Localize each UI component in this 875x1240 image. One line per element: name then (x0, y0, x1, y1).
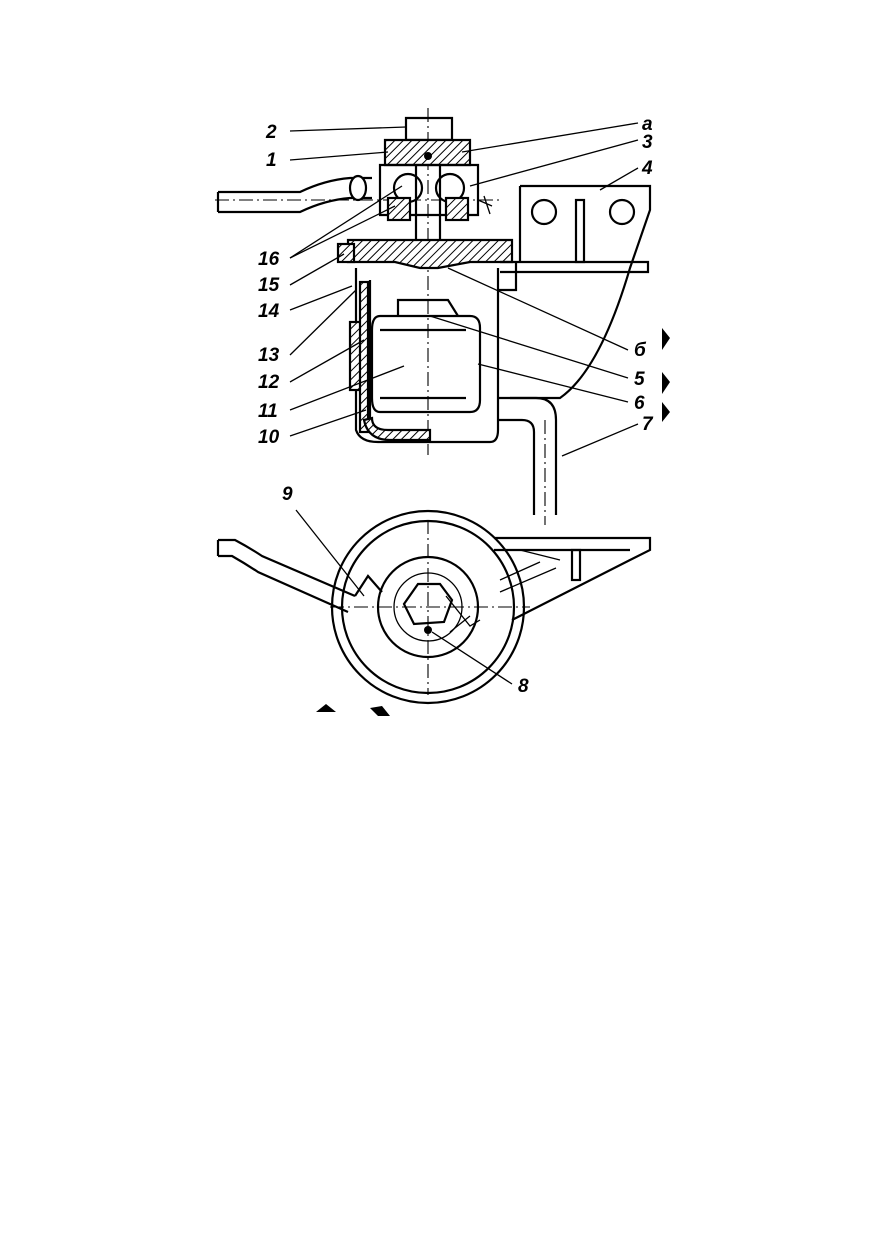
callout-7: 7 (642, 414, 654, 435)
callout-b: б (634, 340, 647, 361)
callout-3: 3 (642, 132, 653, 153)
callout-15: 15 (258, 275, 280, 296)
callout-12: 12 (258, 372, 280, 393)
callout-labels: 2 1 а 3 4 16 15 14 13 12 11 10 б 5 6 7 9… (258, 114, 654, 697)
callout-a: а (642, 114, 653, 135)
callout-4: 4 (641, 158, 653, 179)
plan-view (216, 509, 652, 716)
callout-14: 14 (258, 301, 280, 322)
callout-1: 1 (266, 150, 277, 171)
callout-6: 6 (634, 393, 645, 414)
callout-8: 8 (518, 676, 529, 697)
leader-lines (289, 122, 639, 685)
callout-13: 13 (258, 345, 280, 366)
callout-9: 9 (282, 484, 293, 505)
callout-10: 10 (258, 427, 280, 448)
sectional-view (215, 108, 670, 525)
callout-2: 2 (265, 122, 277, 143)
callout-11: 11 (258, 401, 278, 422)
callout-16: 16 (258, 249, 280, 270)
callout-5: 5 (634, 369, 645, 390)
